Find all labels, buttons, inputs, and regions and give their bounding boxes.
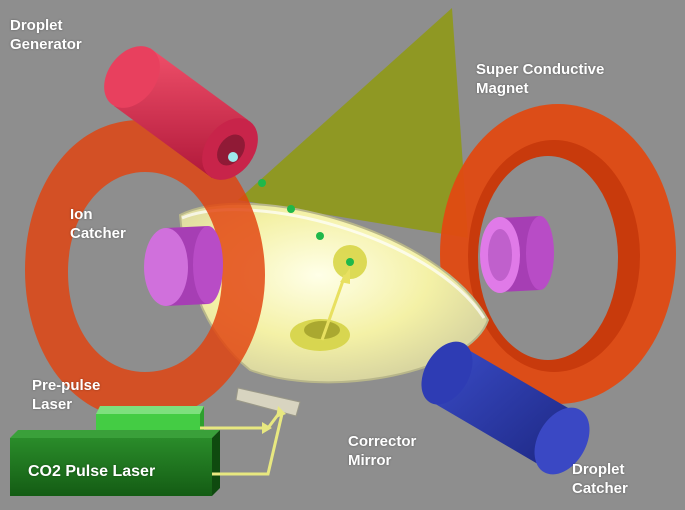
label-pre-pulse-laser: Pre-pulse Laser (32, 377, 101, 413)
right-magnet-ring (440, 104, 676, 404)
corrector-mirror-plate (235, 387, 301, 417)
label-co2-pulse-laser: CO2 Pulse Laser (28, 463, 156, 480)
label-corrector-mirror: Corrector Mirror (348, 433, 417, 469)
droplet-catcher-cylinder (421, 341, 590, 475)
left-magnet-ring (25, 120, 265, 420)
laser-beam-paths (200, 406, 286, 476)
label-droplet-catcher: Droplet Catcher (572, 461, 628, 497)
tin-droplets (228, 152, 367, 279)
label-super-conductive-magnet: Super Conductive Magnet (476, 61, 605, 97)
label-droplet-generator: Droplet Generator (10, 17, 82, 53)
right-ion-catcher (480, 216, 554, 293)
left-ion-catcher (144, 226, 223, 306)
label-ion-catcher: Ion Catcher (70, 206, 126, 242)
euv-light-cone (238, 8, 468, 238)
co2-pulse-laser-box (10, 430, 220, 496)
laser-beam-to-plasma (320, 268, 350, 341)
droplet-generator-cylinder (104, 46, 258, 180)
